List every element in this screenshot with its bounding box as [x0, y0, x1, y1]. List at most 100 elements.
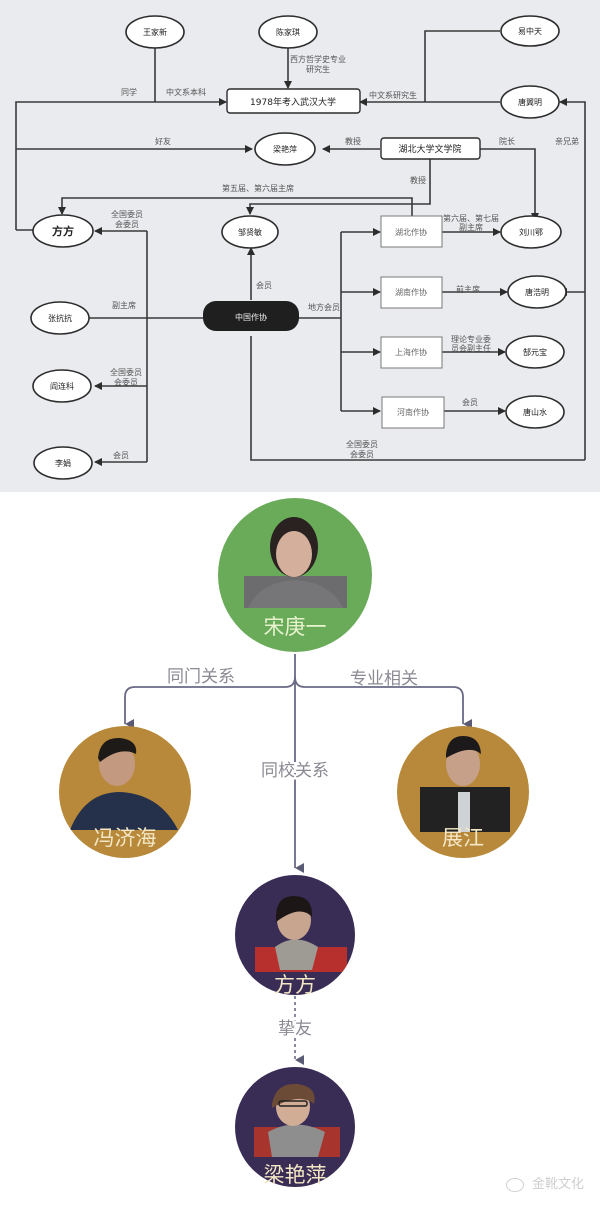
node-liang-yanping[interactable]: 梁艳萍: [254, 132, 316, 166]
svg-text:张抗抗: 张抗抗: [48, 313, 72, 323]
label-chair-5-6: 第五届、第六届主席: [222, 183, 294, 193]
label-western-philosophy-1: 西方哲学史专业: [290, 54, 346, 64]
svg-text:唐浩明: 唐浩明: [525, 287, 549, 297]
portrait-icon: [255, 896, 347, 972]
svg-text:陈家琪: 陈家琪: [276, 27, 300, 37]
diagram-canvas: 同学 中文系本科 西方哲学史专业 研究生 中文系研究生 好友 教授 院长 亲兄弟…: [15, 15, 586, 480]
node-liu-chuane[interactable]: 刘川鄂: [500, 215, 562, 249]
watermark-text: 金靴文化: [531, 1177, 584, 1192]
label-vice-chair: 副主席: [112, 300, 136, 310]
relation-professional: 专业相关: [350, 669, 418, 689]
svg-text:方方: 方方: [52, 224, 74, 238]
label-vice-chair-6-7b: 副主席: [459, 222, 483, 232]
svg-text:唐翼明: 唐翼明: [518, 97, 542, 107]
watermark: 金靴文化: [505, 1173, 584, 1192]
portrait-icon: [244, 517, 347, 608]
label-professor-2: 教授: [410, 175, 426, 185]
label-national-committee-1a: 全国委员: [111, 209, 143, 219]
label-chinese-grad: 中文系研究生: [369, 90, 417, 100]
relation-close-friend: 挚友: [278, 1019, 312, 1039]
person-center[interactable]: 宋庚一: [218, 498, 372, 652]
person-right-name: 展江: [442, 826, 484, 850]
svg-text:郜元宝: 郜元宝: [523, 347, 547, 357]
label-national-committee-3a: 全国委员: [346, 439, 378, 449]
svg-text:河南作协: 河南作协: [397, 407, 429, 417]
svg-text:唐山水: 唐山水: [523, 407, 547, 417]
label-national-committee-2a: 全国委员: [110, 367, 142, 377]
edges: [15, 30, 586, 466]
edge-chair: [58, 197, 413, 216]
label-theory-b: 员会副主任: [451, 343, 491, 353]
portrait-icon: [70, 737, 178, 830]
person-bottom[interactable]: 梁艳萍: [235, 1067, 355, 1187]
label-brothers: 亲兄弟: [555, 136, 579, 146]
person-canvas: 同门关系 专业相关 同校关系 挚友 宋庚一 冯济海 展江: [59, 498, 529, 1187]
svg-text:邹贤敏: 邹贤敏: [238, 227, 262, 237]
node-hubei-univ-lit[interactable]: 湖北大学文学院: [380, 137, 481, 160]
person-left[interactable]: 冯济海: [59, 726, 191, 858]
wechat-icon: [505, 1177, 524, 1192]
svg-text:湖北作协: 湖北作协: [395, 227, 427, 237]
node-tang-shanshui[interactable]: 唐山水: [505, 395, 565, 429]
person-middle-name: 方方: [274, 973, 316, 997]
edge-china-down: [250, 336, 585, 461]
node-hunan-writers[interactable]: 湖南作协: [380, 276, 443, 309]
node-shanghai-writers[interactable]: 上海作协: [380, 336, 443, 369]
svg-text:李娟: 李娟: [55, 458, 71, 468]
edge-professional: [294, 676, 472, 729]
label-friend: 好友: [155, 136, 171, 146]
svg-text:阎连科: 阎连科: [50, 381, 74, 391]
edge-brothers-up: [559, 98, 586, 460]
relation-same-school: 同校关系: [261, 761, 329, 781]
portrait-icon: [420, 736, 510, 832]
person-left-name: 冯济海: [94, 826, 157, 850]
node-whu-1978[interactable]: 1978年考入武汉大学: [226, 88, 361, 114]
node-chen-jiaqi[interactable]: 陈家琪: [258, 15, 318, 49]
label-western-philosophy-2: 研究生: [306, 64, 330, 74]
node-fang-fang[interactable]: 方方: [32, 214, 94, 248]
node-zou-xianmin[interactable]: 邹贤敏: [221, 215, 279, 249]
svg-text:刘川鄂: 刘川鄂: [519, 227, 543, 237]
portrait-icon: [254, 1083, 340, 1157]
label-member-3: 会员: [462, 397, 478, 407]
person-center-name: 宋庚一: [264, 615, 327, 639]
svg-text:王家新: 王家新: [143, 27, 167, 37]
edge-same-mentor: [124, 654, 296, 729]
node-tang-haoming[interactable]: 唐浩明: [507, 275, 567, 309]
svg-text:湖南作协: 湖南作协: [395, 287, 427, 297]
svg-text:上海作协: 上海作协: [395, 347, 427, 357]
node-zhang-kangkang[interactable]: 张抗抗: [30, 301, 90, 335]
label-local-member: 地方会员: [308, 302, 340, 312]
label-dean: 院长: [499, 136, 515, 146]
node-wang-jiaxin[interactable]: 王家新: [125, 15, 185, 49]
person-relationship-diagram: 同门关系 专业相关 同校关系 挚友 宋庚一 冯济海 展江: [0, 492, 600, 1206]
node-tang-yiming[interactable]: 唐翼明: [500, 85, 560, 119]
edge-labels: 同学 中文系本科 西方哲学史专业 研究生 中文系研究生 好友 教授 院长 亲兄弟…: [110, 54, 579, 460]
edge-classmate-line: [15, 98, 227, 230]
svg-text:1978年考入武汉大学: 1978年考入武汉大学: [250, 96, 336, 108]
node-hubei-writers[interactable]: 湖北作协: [380, 215, 443, 248]
node-yan-lianke[interactable]: 阎连科: [32, 369, 92, 403]
person-right[interactable]: 展江: [397, 726, 529, 858]
label-professor-1: 教授: [345, 136, 361, 146]
label-member-1: 会员: [256, 280, 272, 290]
label-national-committee-1b: 会委员: [115, 219, 139, 229]
node-china-writers[interactable]: 中国作协: [203, 301, 299, 331]
node-yi-zhongtian[interactable]: 易中天: [500, 15, 560, 47]
org-relationship-diagram: 同学 中文系本科 西方哲学史专业 研究生 中文系研究生 好友 教授 院长 亲兄弟…: [0, 0, 600, 492]
svg-text:梁艳萍: 梁艳萍: [273, 144, 297, 154]
label-former-chair: 前主席: [456, 284, 480, 294]
relation-same-mentor: 同门关系: [167, 667, 235, 687]
svg-text:湖北大学文学院: 湖北大学文学院: [398, 143, 461, 155]
node-gao-yuanbao[interactable]: 郜元宝: [505, 335, 565, 369]
person-edges: [124, 654, 472, 1065]
node-li-juan[interactable]: 李娟: [33, 446, 93, 480]
label-vice-chair-6-7a: 第六届、第七届: [443, 213, 499, 223]
label-national-committee-3b: 会委员: [350, 449, 374, 459]
node-henan-writers[interactable]: 河南作协: [381, 396, 445, 429]
edge-hublit-zou: [246, 158, 431, 215]
svg-text:中国作协: 中国作协: [235, 312, 267, 322]
label-national-committee-2b: 会委员: [114, 377, 138, 387]
label-chinese-undergrad: 中文系本科: [166, 87, 206, 97]
person-middle[interactable]: 方方: [235, 875, 355, 997]
